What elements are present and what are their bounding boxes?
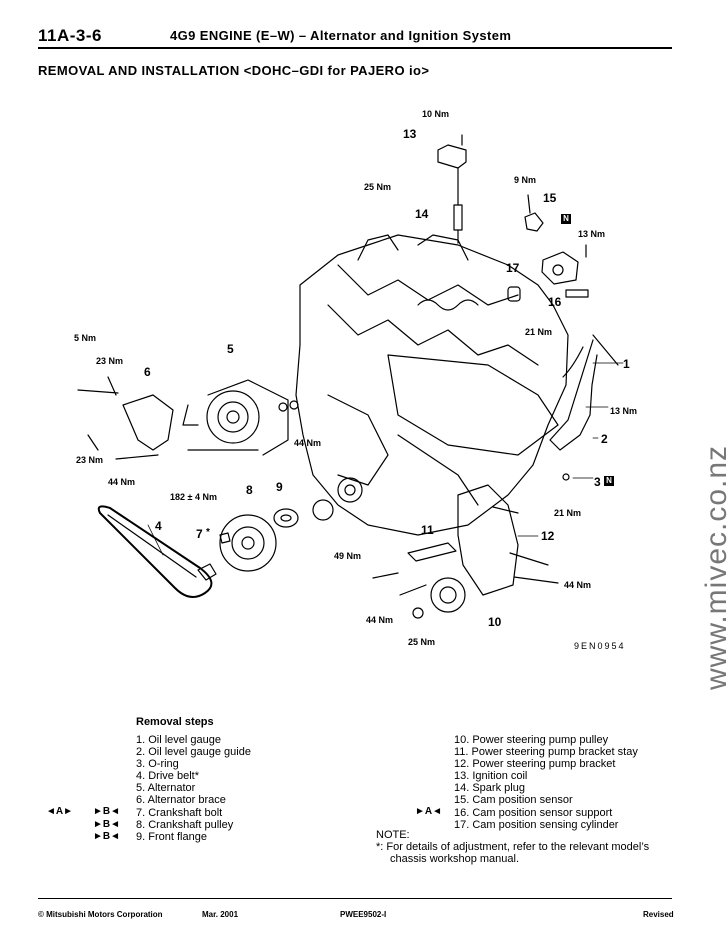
footer-date: Mar. 2001 <box>202 910 239 919</box>
ref-marker-a: ◄A► <box>46 806 74 817</box>
torque-label-brace-low: 23 Nm <box>76 455 104 465</box>
step-item: 13. Ignition coil <box>454 770 528 783</box>
torque-label-ps-bracket-low: 44 Nm <box>564 580 592 590</box>
callout-9: 9 <box>276 480 283 494</box>
callout-10: 10 <box>488 615 502 629</box>
note-block: NOTE: *: For details of adjustment, refe… <box>376 829 649 865</box>
torque-label-sensing-cylinder: 21 Nm <box>525 327 553 337</box>
figure-code: 9EN0954 <box>574 641 626 651</box>
removal-steps-left: 1. Oil level gauge 2. Oil level gauge gu… <box>136 734 251 843</box>
torque-label-brace-mid: 23 Nm <box>96 356 124 366</box>
callout-8: 8 <box>246 483 253 497</box>
torque-label-sensor-support: 13 Nm <box>578 229 606 239</box>
watermark: www.mivec.co.nz <box>700 444 728 690</box>
step-item: 4. Drive belt* <box>136 770 199 783</box>
callout-2: 2 <box>601 432 608 446</box>
callout-6: 6 <box>144 365 151 379</box>
step-item: 9. Front flange <box>136 830 207 843</box>
step-item: 11. Power steering pump bracket stay <box>454 746 638 759</box>
removal-steps-heading: Removal steps <box>136 716 214 728</box>
torque-label-ps-pulley-a: 44 Nm <box>366 615 394 625</box>
torque-label-ps-stay: 49 Nm <box>334 551 362 561</box>
asterisk-mark: * <box>206 527 210 538</box>
callout-5: 5 <box>227 342 234 356</box>
step-item: 15. Cam position sensor <box>454 794 573 807</box>
step-item: 17. Cam position sensing cylinder <box>454 818 619 831</box>
callout-12: 12 <box>541 529 555 543</box>
torque-label-spark-plug: 25 Nm <box>364 182 392 192</box>
footer-divider <box>38 898 672 899</box>
callout-1: 1 <box>623 357 630 371</box>
n-mark-3: N <box>604 476 614 486</box>
section-title: REMOVAL AND INSTALLATION <DOHC–GDI for P… <box>38 63 430 78</box>
step-item: 14. Spark plug <box>454 782 525 795</box>
step-item: 7. Crankshaft bolt <box>136 806 223 819</box>
page-title: 4G9 ENGINE (E–W) – Alternator and Igniti… <box>170 28 512 43</box>
torque-label-coil-bolt: 10 Nm <box>422 109 450 119</box>
removal-steps-right: 10. Power steering pump pulley 11. Power… <box>454 734 638 831</box>
callout-7: 7 <box>196 527 203 541</box>
torque-label-alt-bolt: 44 Nm <box>108 477 136 487</box>
callout-15: 15 <box>543 191 557 205</box>
ref-marker-b-step7: ►B◄ <box>93 806 121 817</box>
torque-label-crank-bolt: 182 ± 4 Nm <box>170 492 217 502</box>
step-item: 8. Crankshaft pulley <box>136 818 234 831</box>
callout-11: 11 <box>421 523 434 537</box>
step-item: 3. O-ring <box>136 758 179 771</box>
callout-13: 13 <box>403 127 417 141</box>
page-number: 11A-3-6 <box>38 26 102 45</box>
step-item: 5. Alternator <box>136 782 196 795</box>
torque-label-ps-bracket-top: 21 Nm <box>554 508 582 518</box>
callout-4: 4 <box>155 519 162 533</box>
ref-marker-b-step8: ►B◄ <box>93 819 121 830</box>
torque-label-brace-top: 5 Nm <box>74 333 97 343</box>
callout-16: 16 <box>548 295 562 309</box>
header-divider <box>38 47 672 49</box>
torque-label-ps-pulley-b: 25 Nm <box>408 637 436 647</box>
callout-3: 3 <box>594 475 601 489</box>
torque-label-gauge-guide: 13 Nm <box>610 406 638 416</box>
callout-14: 14 <box>415 207 429 221</box>
note-text: *: For details of adjustment, refer to t… <box>376 841 650 853</box>
ref-marker-a-step16: ►A◄ <box>415 806 443 817</box>
torque-label-alternator: 44 Nm <box>294 438 322 448</box>
engine-line-drawing <box>77 134 624 619</box>
step-item: 2. Oil level gauge guide <box>136 746 251 759</box>
step-item: 10. Power steering pump pulley <box>454 734 609 746</box>
torque-label-cam-sensor: 9 Nm <box>514 175 537 185</box>
engine-diagram: 10 Nm 25 Nm 9 Nm 13 Nm 21 Nm 5 Nm 23 Nm … <box>38 95 678 665</box>
n-mark-15: N <box>561 214 571 224</box>
step-item: 6. Alternator brace <box>136 794 226 807</box>
step-item: 1. Oil level gauge <box>136 734 221 746</box>
step-item: 12. Power steering pump bracket <box>454 758 616 771</box>
note-title: NOTE: <box>376 829 410 841</box>
ref-marker-b-step9: ►B◄ <box>93 831 121 842</box>
footer-code: PWEE9502-I <box>340 910 387 919</box>
callout-17: 17 <box>506 261 520 275</box>
note-text-cont: chassis workshop manual. <box>390 853 520 865</box>
footer-status: Revised <box>643 910 674 919</box>
footer-copyright: © Mitsubishi Motors Corporation <box>38 910 163 919</box>
step-item: 16. Cam position sensor support <box>454 806 613 819</box>
